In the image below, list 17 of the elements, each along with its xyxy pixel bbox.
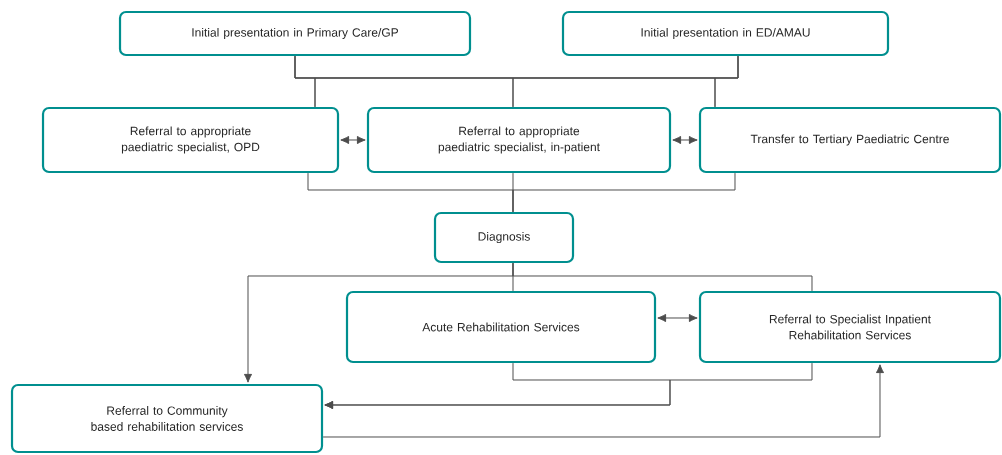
process-box: Transfer to Tertiary Paediatric Centre (698, 106, 1002, 174)
process-box: Referral to Community based rehabilitation services (10, 383, 324, 454)
connector (322, 364, 885, 438)
process-box: Initial presentation in Primary Care/GP (118, 10, 472, 57)
connector (512, 262, 813, 292)
connector (340, 135, 366, 145)
process-box: Referral to appropriate paediatric specialist, in-patient (366, 106, 672, 174)
connector (512, 172, 736, 213)
process-box: Acute Rehabilitation Services (345, 290, 657, 364)
connector (714, 55, 739, 108)
connector (657, 313, 698, 323)
process-box: Referral to Specialist Inpatient Rehabilitation Services (698, 290, 1002, 364)
process-box: Referral to appropriate paediatric specialist, OPD (41, 106, 340, 174)
process-box: Diagnosis (433, 211, 575, 264)
connector (324, 362, 813, 410)
connector (672, 135, 698, 145)
process-box: Initial presentation in ED/AMAU (561, 10, 890, 57)
